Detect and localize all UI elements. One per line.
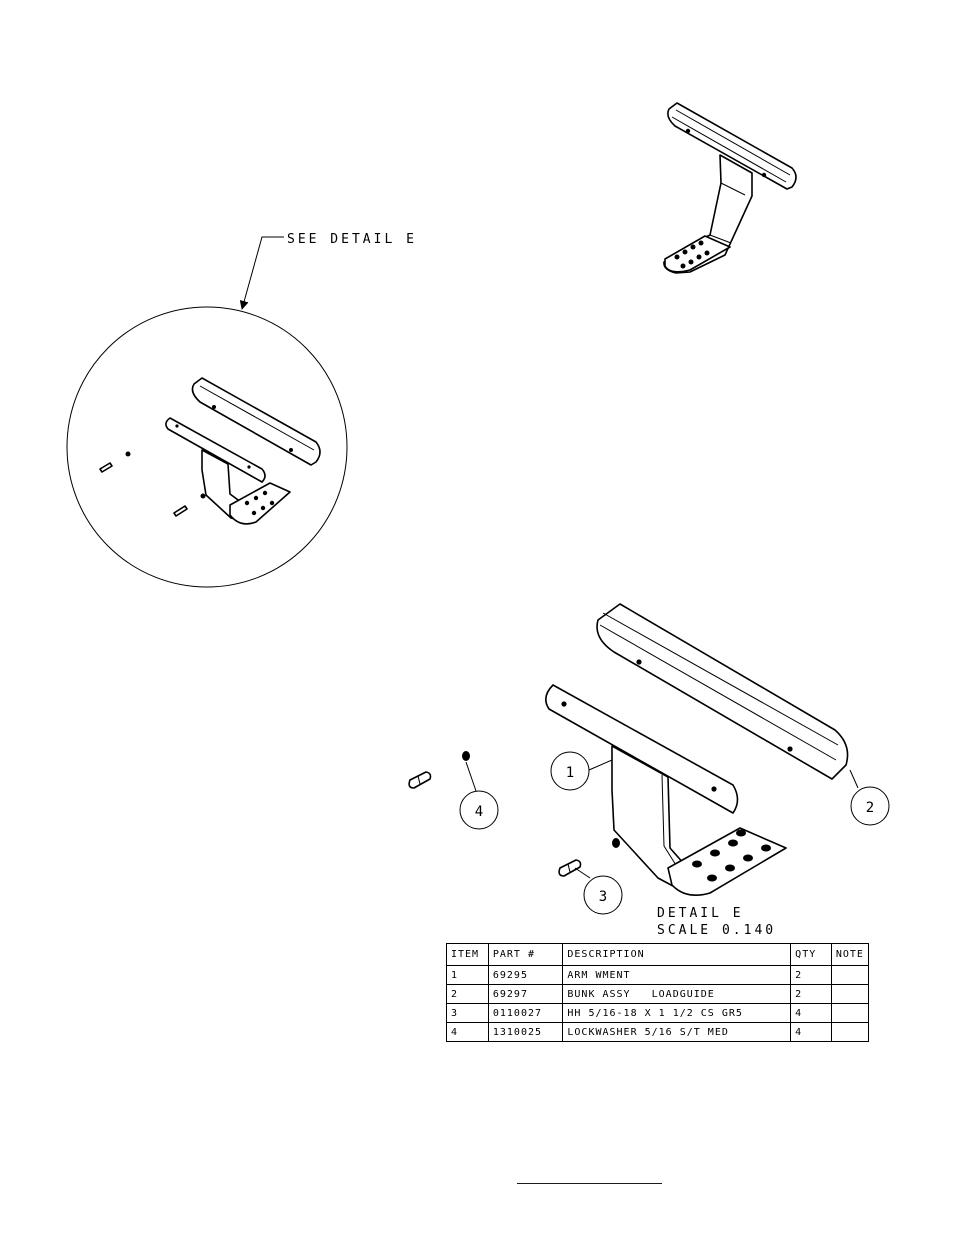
- see-detail-callout: SEE DETAIL E: [239, 232, 417, 310]
- cell-item: 4: [446, 1022, 489, 1042]
- table-row: 4 1310025 LOCKWASHER 5/16 S/T MED 4: [446, 1022, 870, 1042]
- see-detail-label: SEE DETAIL E: [287, 232, 417, 247]
- cell-note: [830, 965, 870, 985]
- cell-description: BUNK ASSY LOADGUIDE: [562, 984, 792, 1004]
- parts-table: ITEM PART # DESCRIPTION QTY NOTE 1 69295…: [446, 943, 870, 1042]
- cell-part: 0110027: [487, 1003, 564, 1023]
- svg-text:2: 2: [866, 800, 874, 816]
- detail-scale: SCALE 0.140: [657, 923, 776, 938]
- cell-note: [830, 1003, 870, 1023]
- detail-circle-plate-holes: [244, 490, 275, 516]
- svg-text:4: 4: [475, 804, 483, 820]
- bolt-upper: [408, 771, 432, 789]
- table-row: 3 0110027 HH 5/16-18 X 1 1/2 CS GR5 4: [446, 1003, 870, 1023]
- cell-part: 69295: [487, 965, 564, 985]
- cell-qty: 2: [790, 984, 832, 1004]
- assembled-view: [663, 102, 797, 274]
- bolt-lower: [558, 859, 582, 877]
- detail-title: DETAIL E: [657, 906, 744, 921]
- cell-qty: 4: [790, 1003, 832, 1023]
- balloon-4: 4: [459, 790, 499, 830]
- svg-text:3: 3: [599, 889, 607, 905]
- header-qty: QTY: [790, 943, 832, 966]
- balloon-2: 2: [850, 786, 890, 826]
- table-row: 1 69295 ARM WMENT 2: [446, 965, 870, 985]
- detail-e-exploded-view: 1 2 3 4 DETAIL E SCALE 0.140: [408, 603, 890, 938]
- cell-part: 69297: [487, 984, 564, 1004]
- assembled-plate-holes: [674, 240, 710, 269]
- svg-text:1: 1: [566, 765, 574, 781]
- footer-link[interactable]: [517, 1172, 662, 1184]
- cell-qty: 2: [790, 965, 832, 985]
- table-row: 2 69297 BUNK ASSY LOADGUIDE 2: [446, 984, 870, 1004]
- cell-qty: 4: [790, 1022, 832, 1042]
- detail-e-plate-holes: [692, 829, 771, 882]
- cell-item: 1: [446, 965, 489, 985]
- cell-description: LOCKWASHER 5/16 S/T MED: [562, 1022, 792, 1042]
- header-item: ITEM: [446, 943, 489, 966]
- detail-circle-view: [66, 306, 348, 588]
- cell-part: 1310025: [487, 1022, 564, 1042]
- cell-note: [830, 1022, 870, 1042]
- cell-item: 2: [446, 984, 489, 1004]
- parts-table-header: ITEM PART # DESCRIPTION QTY NOTE: [446, 943, 870, 966]
- balloon-1: 1: [550, 751, 590, 791]
- cell-note: [830, 984, 870, 1004]
- balloon-3: 3: [583, 875, 623, 915]
- header-note: NOTE: [830, 943, 870, 966]
- header-part: PART #: [487, 943, 564, 966]
- cell-item: 3: [446, 1003, 489, 1023]
- cell-description: ARM WMENT: [562, 965, 792, 985]
- header-description: DESCRIPTION: [562, 943, 792, 966]
- cell-description: HH 5/16-18 X 1 1/2 CS GR5: [562, 1003, 792, 1023]
